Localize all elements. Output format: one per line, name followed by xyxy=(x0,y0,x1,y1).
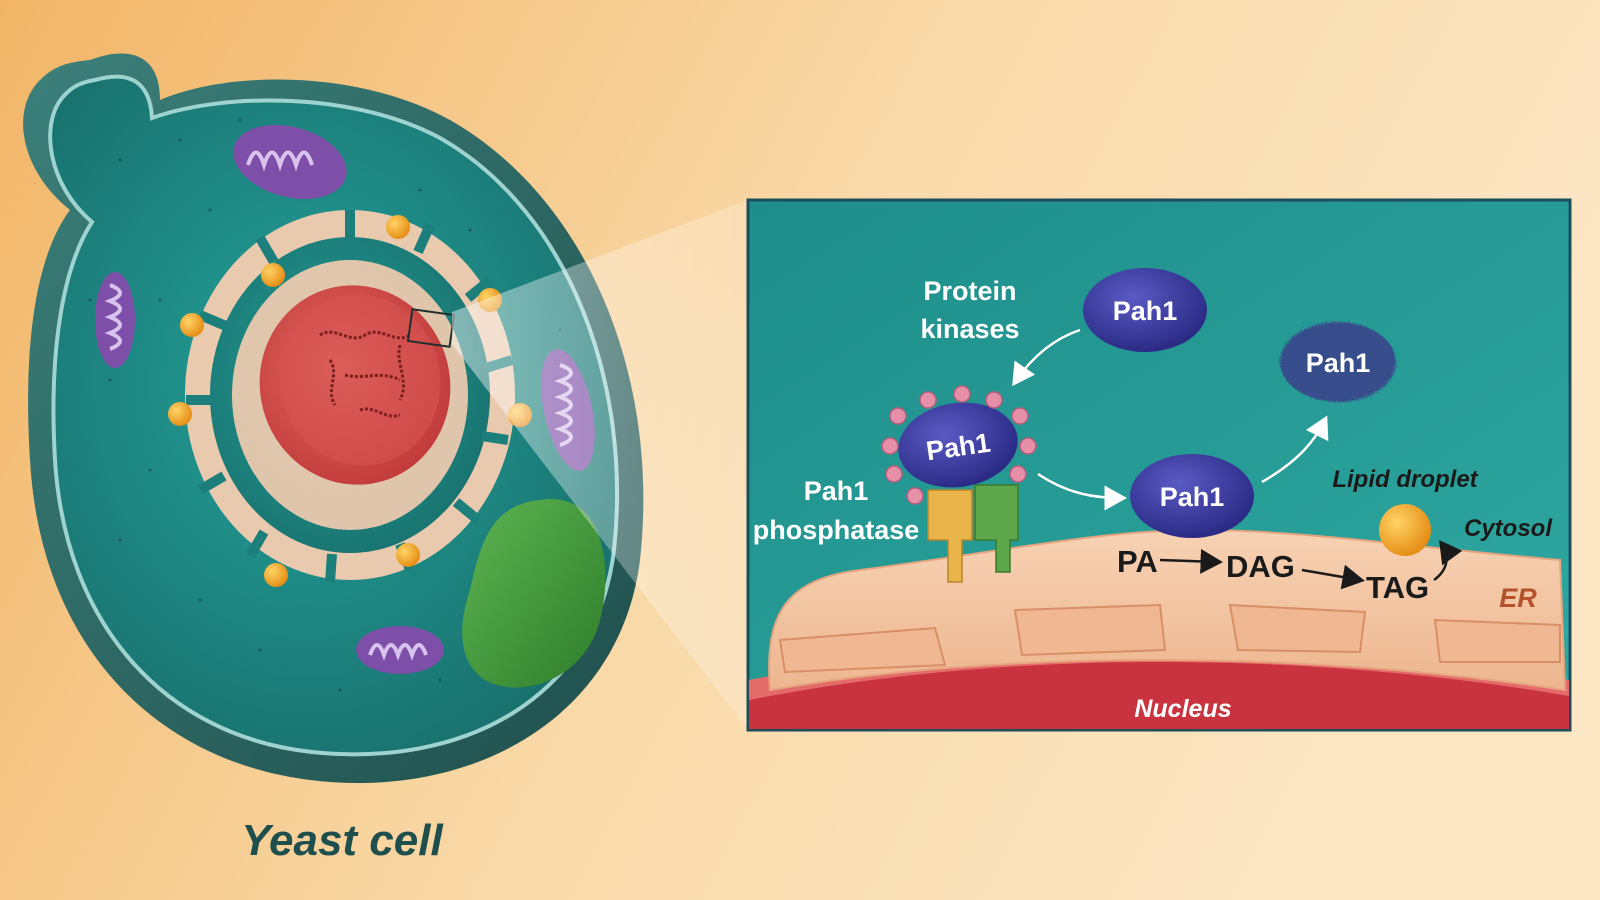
cell-nucleus xyxy=(259,285,451,485)
arrow-tag-droplet xyxy=(1433,539,1463,582)
yeast-cell xyxy=(23,53,644,784)
pah1-free-label: Pah1 xyxy=(1113,296,1178,326)
phosphatase-label-line2: phosphatase xyxy=(753,515,920,545)
pah1-phosphorylated: Pah1 xyxy=(881,385,1037,505)
phosphatase-label-line1: Pah1 xyxy=(804,476,869,506)
pah1-phosphatase-complex xyxy=(927,484,1019,583)
zoom-panel: Pah1 Pah1 Pah1 Pah1 PA DAG TAG Pr xyxy=(746,198,1572,732)
pathway-tag: TAG xyxy=(1366,570,1429,605)
yeast-cell-label: Yeast cell xyxy=(241,816,443,865)
protein-kinases-label-line1: Protein xyxy=(923,276,1016,306)
er-lumen-pockets xyxy=(778,603,1561,674)
pah1-degraded: Pah1 xyxy=(1280,322,1396,402)
arrow-kinase xyxy=(1012,328,1081,387)
pah1-degraded-label: Pah1 xyxy=(1306,348,1371,378)
pathway-pa: PA xyxy=(1117,544,1158,579)
arrow-dag-tag xyxy=(1301,564,1365,590)
nucleus-label: Nucleus xyxy=(1134,695,1231,723)
phosphate-groups xyxy=(881,385,1037,505)
lipid-droplet xyxy=(1379,504,1431,556)
zoom-region-box xyxy=(406,308,456,348)
mitochondrion-left xyxy=(95,272,135,368)
pathway-dag: DAG xyxy=(1226,549,1295,584)
nucleus-band xyxy=(749,652,1569,729)
pah1-membrane-bound: Pah1 xyxy=(1130,454,1254,538)
protein-kinases-label-line2: kinases xyxy=(920,314,1019,344)
er-membrane xyxy=(768,528,1567,692)
pah1-free: Pah1 xyxy=(1083,268,1207,352)
mitochondrion-top xyxy=(233,125,347,199)
cytosol-label: Cytosol xyxy=(1464,515,1553,542)
chromatin xyxy=(319,330,411,418)
arrow-pa-dag xyxy=(1159,548,1223,574)
vacuole xyxy=(462,499,606,688)
arrow-to-membrane xyxy=(1037,472,1127,511)
zoom-projection xyxy=(452,200,748,730)
mitochondrion-bottom xyxy=(356,626,444,674)
lipid-droplet-label: Lipid droplet xyxy=(1332,466,1478,493)
pah1-membrane-bound-label: Pah1 xyxy=(1160,482,1225,512)
er-label: ER xyxy=(1499,583,1537,613)
arrow-to-degradation xyxy=(1261,415,1329,484)
